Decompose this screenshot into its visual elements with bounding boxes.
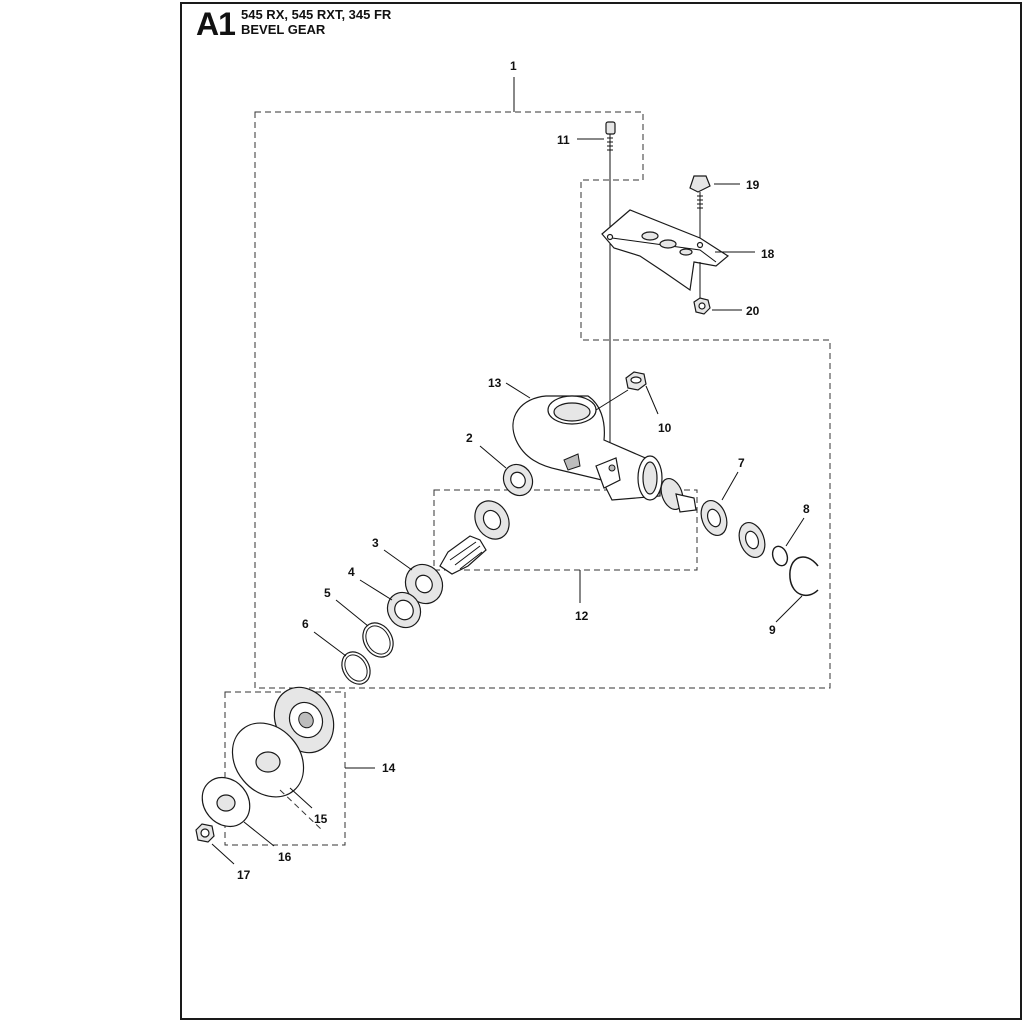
part-2-bearing (502, 463, 534, 497)
part-9-circlip (789, 556, 819, 597)
part-12-pinion-shaft (439, 500, 510, 575)
leader-16 (243, 821, 275, 847)
callout-20: 20 (746, 304, 760, 318)
callout-5: 5 (324, 586, 331, 600)
figure-code: A1 (196, 6, 236, 42)
part-3-bearing (404, 563, 444, 605)
callout-7: 7 (738, 456, 745, 470)
part-13-gear-housing (512, 395, 663, 501)
callout-14: 14 (382, 761, 396, 775)
callout-17: 17 (237, 868, 251, 882)
leader-17 (211, 843, 235, 865)
callout-4: 4 (348, 565, 355, 579)
model-list: 545 RX, 545 RXT, 345 FR (241, 7, 392, 22)
part-8-ring (771, 545, 789, 567)
callout-10: 10 (658, 421, 672, 435)
leader-15 (289, 787, 313, 809)
drawing-frame (180, 2, 1022, 1020)
callout-1: 1 (510, 59, 517, 73)
part-18-guard-plate (601, 209, 730, 292)
callout-19: 19 (746, 178, 760, 192)
leader-13 (505, 382, 531, 399)
leader-3 (383, 549, 413, 571)
part-15-support-cup (231, 722, 305, 798)
part-10-plug (625, 371, 647, 391)
part-6-snap-ring-inner (344, 654, 368, 682)
part-7-seal (738, 521, 766, 559)
leader-2 (479, 445, 507, 469)
part-4-seal (386, 591, 422, 629)
callout-3: 3 (372, 536, 379, 550)
callout-16: 16 (278, 850, 292, 864)
leader-5 (335, 599, 369, 627)
leader-8 (785, 517, 805, 547)
callout-9: 9 (769, 623, 776, 637)
part-19-screw (689, 175, 711, 212)
leader-10-line (595, 389, 629, 411)
leader-9 (775, 595, 803, 623)
figure-title: BEVEL GEAR (241, 22, 326, 37)
callout-12: 12 (575, 609, 589, 623)
callout-11: 11 (557, 133, 570, 147)
callout-6: 6 (302, 617, 309, 631)
leader-10 (645, 385, 659, 415)
part-12-bevel-gear (660, 477, 697, 513)
callout-13: 13 (488, 376, 502, 390)
part-20-nut (693, 297, 711, 315)
leader-4 (359, 579, 393, 601)
part-11-screw (605, 121, 616, 160)
leader-7 (721, 471, 739, 501)
leader-6 (313, 631, 347, 657)
part-6-snap-ring (341, 651, 371, 685)
part-17-nut (195, 823, 215, 843)
callout-2: 2 (466, 431, 473, 445)
callout-15: 15 (314, 812, 328, 826)
callout-18: 18 (761, 247, 775, 261)
part-7-bearing (700, 499, 728, 537)
part-5-snap-ring-inner (365, 625, 391, 655)
callout-8: 8 (803, 502, 810, 516)
part-16-flange (201, 776, 251, 828)
assembly-1-boundary (254, 111, 831, 689)
